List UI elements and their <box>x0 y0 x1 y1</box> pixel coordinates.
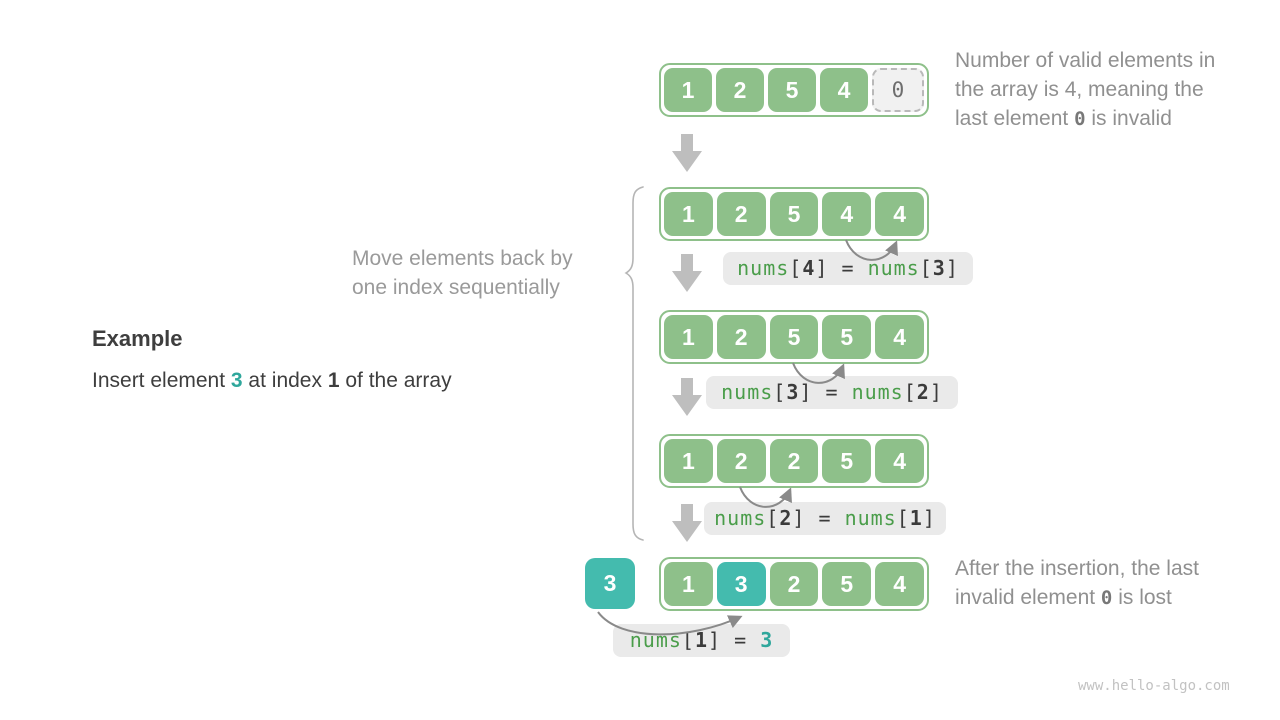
array-cell: 4 <box>822 192 872 236</box>
down-arrow-icon <box>672 254 702 292</box>
down-arrow-icon <box>672 378 702 416</box>
down-arrow-icon <box>672 134 702 172</box>
sentence-post: of the array <box>339 369 452 392</box>
sentence-mid: at index <box>242 369 328 392</box>
array-row-shift1: 1 2 5 4 4 <box>659 187 929 241</box>
inserted-element-box: 3 <box>585 558 635 609</box>
assignment-label-2: nums[3] = nums[2] <box>706 376 958 409</box>
array-cell: 5 <box>822 562 872 606</box>
array-row-shift2: 1 2 5 5 4 <box>659 310 929 364</box>
array-cell: 1 <box>664 192 713 236</box>
array-cell: 1 <box>664 562 713 606</box>
array-cell: 1 <box>664 68 712 112</box>
insert-index: 1 <box>327 369 340 392</box>
note-top-line1: Number of valid elements in <box>955 49 1216 72</box>
array-cell: 1 <box>664 439 713 483</box>
array-cell: 2 <box>716 315 766 359</box>
array-cell: 2 <box>716 439 766 483</box>
example-sentence: Insert element 3 at index 1 of the array <box>92 369 452 393</box>
insert-value: 3 <box>230 369 243 392</box>
note-bottom-line1: After the insertion, the last <box>955 557 1199 580</box>
example-block: Example Insert element 3 at index 1 of t… <box>92 326 452 393</box>
note-after-insertion: After the insertion, the last invalid el… <box>955 554 1199 613</box>
note-top-line2: the array is 4, meaning the <box>955 78 1204 101</box>
array-cell: 2 <box>716 192 766 236</box>
array-cell: 2 <box>769 562 819 606</box>
array-cell: 5 <box>768 68 816 112</box>
array-row-initial: 1 2 5 4 0 <box>659 63 929 117</box>
move-note-line2: one index sequentially <box>352 276 560 299</box>
array-cell: 4 <box>875 439 924 483</box>
array-cell: 4 <box>875 192 924 236</box>
array-cell: 4 <box>875 562 924 606</box>
array-cell: 5 <box>822 439 872 483</box>
array-row-shift3: 1 2 2 5 4 <box>659 434 929 488</box>
lost-zero-code: 0 <box>1100 587 1113 609</box>
array-cell: 2 <box>769 439 819 483</box>
array-cell: 5 <box>822 315 872 359</box>
move-note-line1: Move elements back by <box>352 247 573 270</box>
watermark: www.hello-algo.com <box>1078 678 1230 694</box>
move-note: Move elements back by one index sequenti… <box>352 244 573 302</box>
group-brace <box>624 186 644 541</box>
array-cell: 4 <box>820 68 868 112</box>
array-cell: 1 <box>664 315 713 359</box>
example-heading: Example <box>92 326 183 351</box>
array-cell-inserted: 3 <box>716 562 766 606</box>
invalid-zero-code: 0 <box>1074 108 1086 130</box>
note-invalid-element: Number of valid elements in the array is… <box>955 46 1215 134</box>
assignment-label-1: nums[4] = nums[3] <box>723 252 973 285</box>
array-cell: 5 <box>769 192 819 236</box>
array-cell: 5 <box>769 315 819 359</box>
assignment-label-4: nums[1] = 3 <box>613 624 790 657</box>
sentence-pre: Insert element <box>92 369 231 392</box>
down-arrow-icon <box>672 504 702 542</box>
array-cell: 2 <box>716 68 764 112</box>
array-row-final: 1 3 2 5 4 <box>659 557 929 611</box>
array-cell: 4 <box>875 315 924 359</box>
assignment-label-3: nums[2] = nums[1] <box>704 502 946 535</box>
array-cell-invalid: 0 <box>872 68 924 112</box>
note-top-line3: last element 0 is invalid <box>955 107 1172 130</box>
note-bottom-line2: invalid element 0 is lost <box>955 586 1172 609</box>
